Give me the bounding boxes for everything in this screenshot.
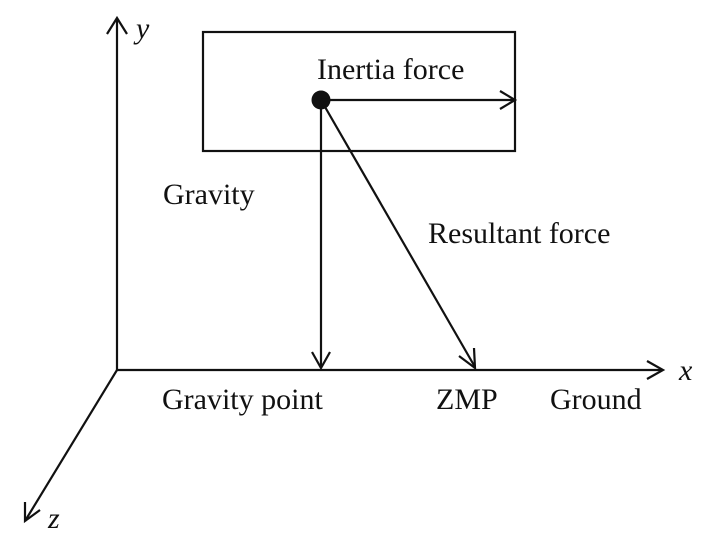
inertia-force-label: Inertia force (317, 53, 464, 86)
gravity-arrowhead (311, 351, 331, 371)
gravity-label: Gravity (163, 178, 255, 211)
gravity-point-label: Gravity point (162, 383, 323, 416)
resultant-force-arrowhead (458, 347, 477, 371)
z-axis-label: z (47, 502, 60, 535)
z-axis-arrowhead (23, 502, 41, 524)
inertia-force-arrowhead (499, 90, 518, 110)
x-axis-arrowhead (646, 360, 666, 380)
body-rectangle (201, 30, 517, 153)
resultant-force-label: Resultant force (428, 217, 610, 250)
y-axis-label: y (133, 12, 150, 45)
zmp-label: ZMP (436, 383, 498, 416)
x-axis-label: x (678, 354, 693, 387)
resultant-force-arrow (320, 99, 476, 368)
ground-label: Ground (550, 383, 642, 416)
z-axis (24, 369, 118, 522)
y-axis-arrowhead (106, 15, 128, 35)
